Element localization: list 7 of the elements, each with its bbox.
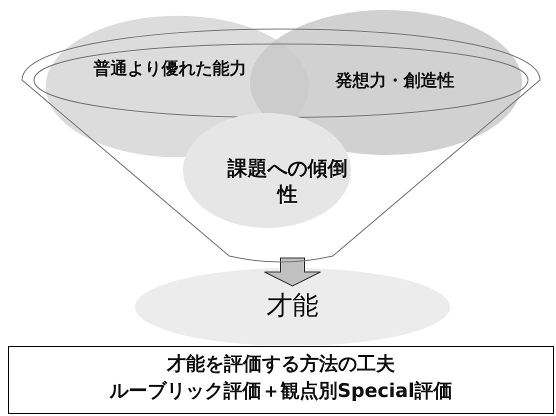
- box-text: ルーブリック評価＋観点別Special評価: [108, 379, 454, 404]
- node-label: 課題への傾倒性: [226, 155, 348, 207]
- block-arrow: [264, 258, 321, 287]
- node-label: 普通より優れた能力: [92, 58, 248, 81]
- node-label: 発想力・創造性: [334, 70, 456, 93]
- node-label: 才能: [266, 290, 320, 322]
- box-heading: 才能を評価する方法の工夫: [166, 352, 396, 377]
